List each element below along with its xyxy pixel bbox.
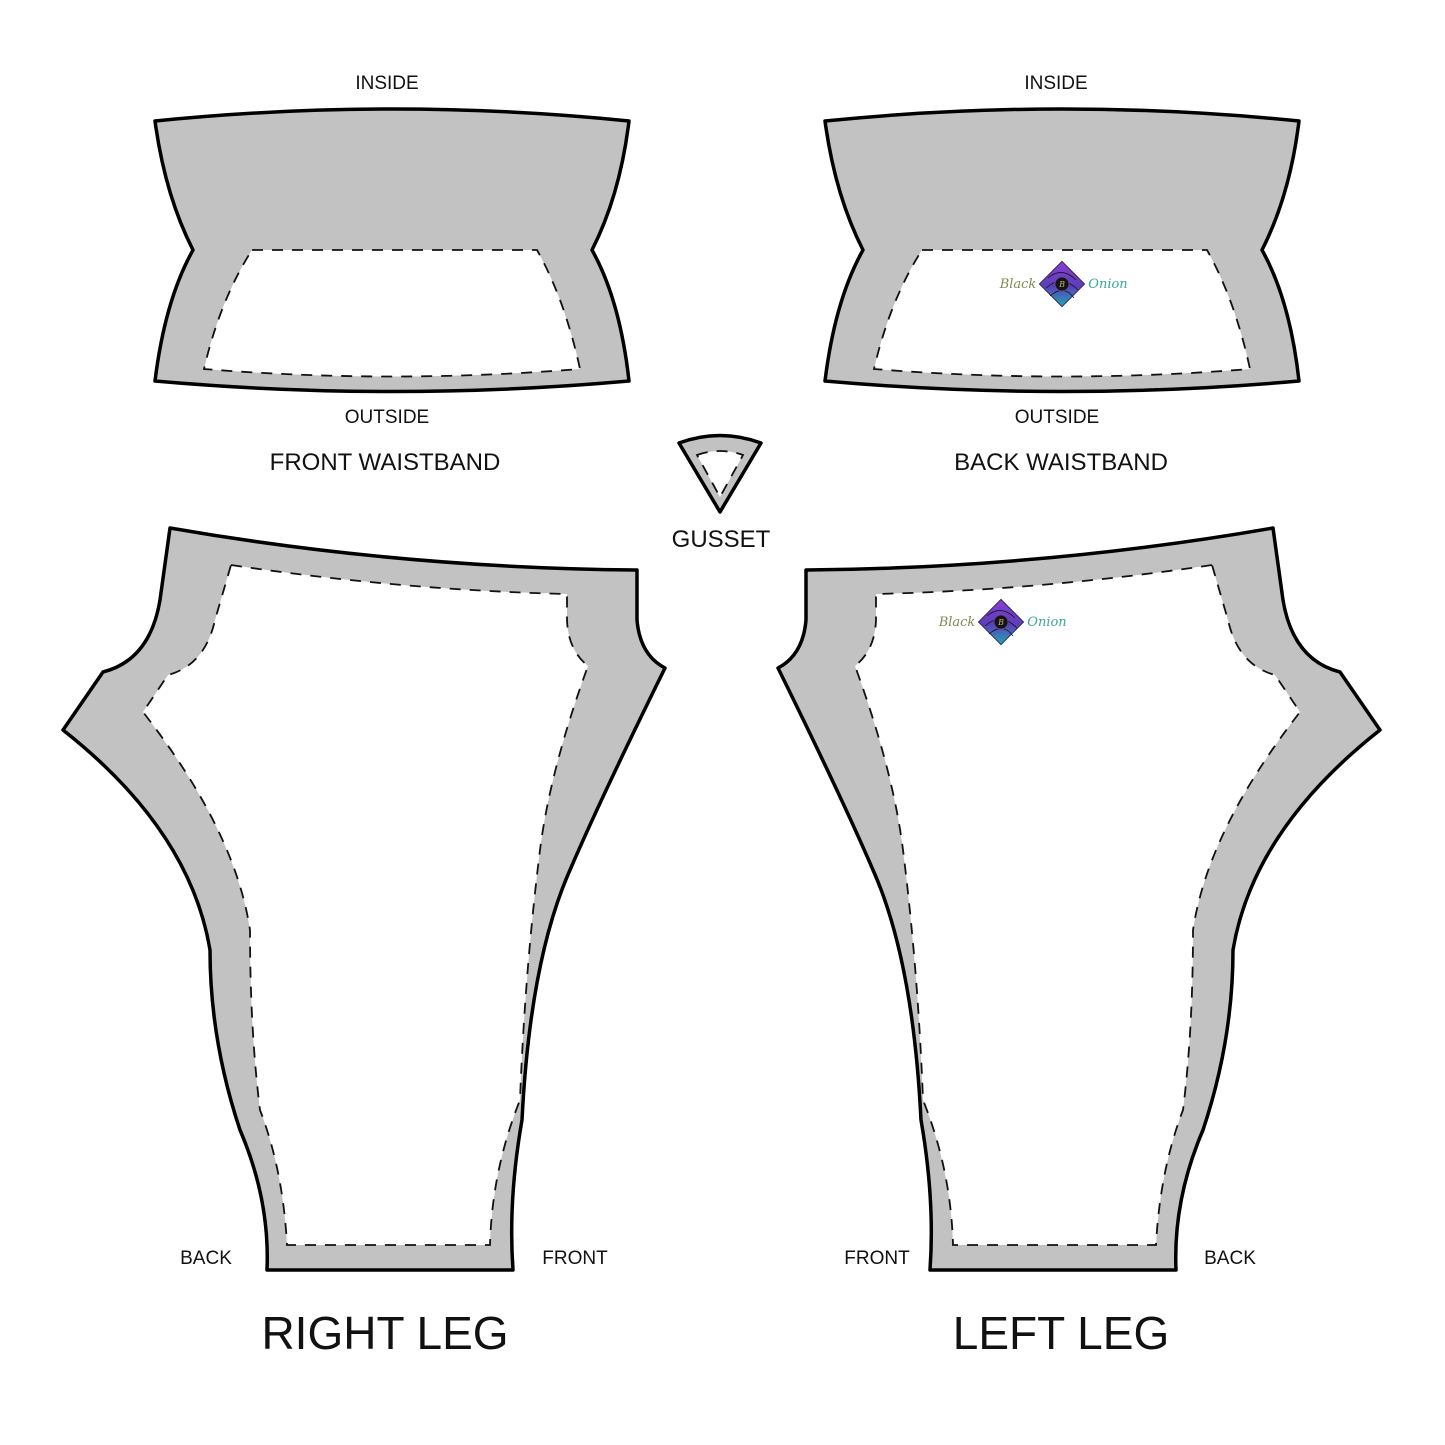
front-waistband-title: FRONT WAISTBAND [269, 449, 501, 476]
left-leg-piece [776, 526, 1382, 1272]
front-waistband-piece [153, 107, 631, 394]
back-waistband-inside-label: INSIDE [1024, 73, 1088, 94]
right-leg-back-label: BACK [180, 1248, 232, 1269]
gusset-piece [677, 433, 763, 514]
left-leg-title: LEFT LEG [952, 1307, 1170, 1359]
right-leg-piece [61, 526, 667, 1272]
left-leg-front-label: FRONT [844, 1248, 910, 1269]
front-waistband-inside-label: INSIDE [355, 73, 419, 94]
back-waistband-outside-label: OUTSIDE [1014, 407, 1100, 428]
back-waistband-piece [823, 107, 1301, 394]
right-leg-title: RIGHT LEG [261, 1307, 509, 1359]
left-leg-back-label: BACK [1204, 1248, 1256, 1269]
gusset-title: GUSSET [671, 526, 771, 553]
back-waistband-title: BACK WAISTBAND [954, 449, 1168, 476]
front-waistband-outside-label: OUTSIDE [344, 407, 430, 428]
right-leg-front-label: FRONT [542, 1248, 608, 1269]
